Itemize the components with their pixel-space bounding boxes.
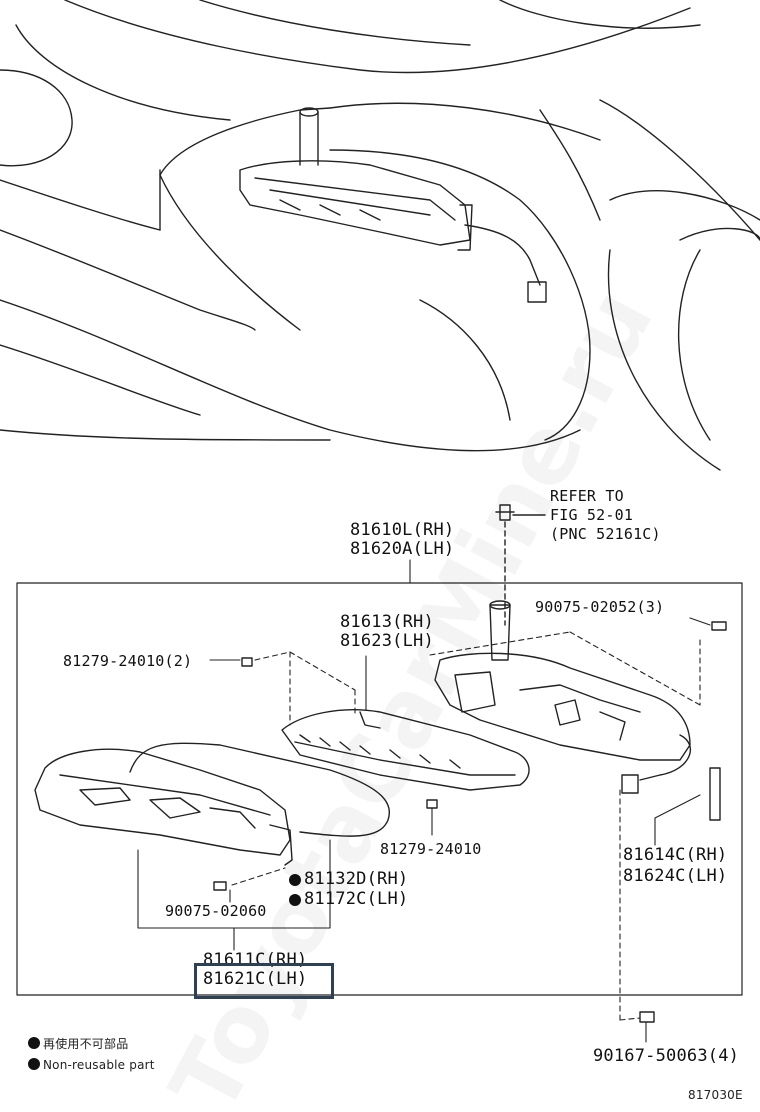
part-label-gasket-lh[interactable]: 81172C(LH) [304, 889, 409, 909]
legend-dot-icon [28, 1037, 40, 1049]
legend-jp-text: 再使用不可部品 [43, 1037, 129, 1051]
lamp-installed [239, 107, 547, 303]
figure-code: 817030E [688, 1088, 743, 1102]
part-label-screw-right[interactable]: 90075-02052(3) [535, 598, 665, 616]
legend-dot-icon [28, 1058, 40, 1070]
part-label-assy-rh[interactable]: 81610L(RH) [350, 520, 455, 540]
vehicle-body-outline [0, 0, 760, 471]
leader-lines [137, 559, 711, 1043]
part-label-screw-center[interactable]: 81279-24010 [380, 840, 482, 858]
legend-en: Non-reusable part [28, 1056, 155, 1074]
refer-line2: FIG 52-01 [550, 506, 634, 524]
refer-line3: (PNC 52161C) [550, 525, 661, 543]
dashed-guides [231, 631, 701, 1021]
nonreusable-dot [289, 874, 301, 886]
legend-en-text: Non-reusable part [43, 1058, 155, 1072]
legend-jp: 再使用不可部品 [28, 1035, 128, 1053]
part-label-assy-lh[interactable]: 81620A(LH) [350, 539, 455, 559]
part-label-lens-rh[interactable]: 81613(RH) [340, 612, 434, 632]
part-label-screw-bottom[interactable]: 90075-02060 [165, 902, 267, 920]
lamp-assembly-right [434, 600, 692, 794]
gasket-seal [129, 742, 390, 837]
refer-line1: REFER TO [550, 487, 624, 505]
part-label-gasket-rh[interactable]: 81132D(RH) [304, 869, 409, 889]
nonreusable-dot [289, 894, 301, 906]
part-label-housing-lh[interactable]: 81621C(LH) [203, 969, 308, 989]
part-label-socket-rh[interactable]: 81614C(RH) [623, 845, 728, 865]
lens [281, 709, 530, 791]
housing [34, 748, 293, 866]
part-label-clip[interactable]: 90167-50063(4) [593, 1046, 740, 1066]
part-label-socket-lh[interactable]: 81624C(LH) [623, 866, 728, 886]
screws [213, 621, 727, 1023]
highlight-box [194, 963, 334, 999]
part-label-lens-lh[interactable]: 81623(LH) [340, 631, 434, 651]
part-label-screw-left[interactable]: 81279-24010(2) [63, 652, 193, 670]
